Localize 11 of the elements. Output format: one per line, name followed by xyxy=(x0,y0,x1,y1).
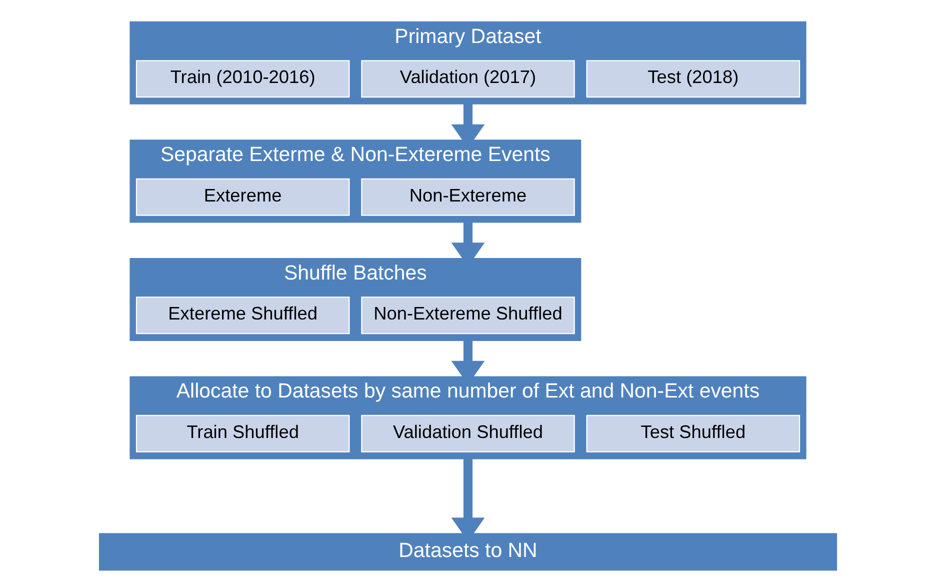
node-box: Validation Shuffled xyxy=(361,414,575,452)
node-box: Extereme Shuffled xyxy=(136,296,350,334)
node-box: Datasets to NN xyxy=(98,533,838,571)
node-box: Non-Extereme Shuffled xyxy=(361,296,575,334)
node-box: Train Shuffled xyxy=(136,414,350,452)
node-box: Train (2010-2016) xyxy=(136,60,350,98)
node-box: Non-Extereme xyxy=(361,178,575,216)
node-box: Test (2018) xyxy=(586,60,800,98)
node-box: Extereme xyxy=(136,178,350,216)
node-box: Validation (2017) xyxy=(361,60,575,98)
node-box: Test Shuffled xyxy=(586,414,800,452)
